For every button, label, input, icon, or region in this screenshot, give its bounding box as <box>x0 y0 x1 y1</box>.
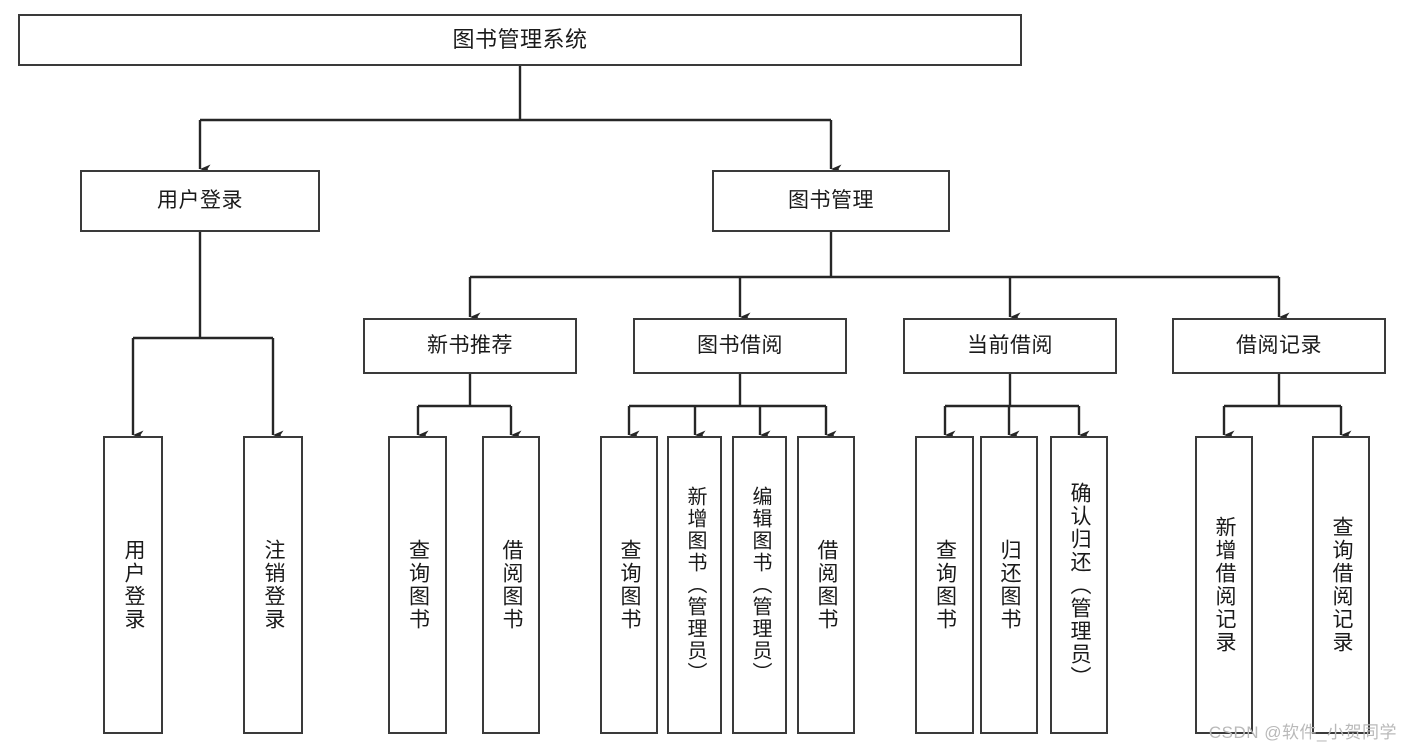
node-label: 图书借阅 <box>697 334 783 358</box>
node-leaf-q3[interactable]: 查询图书 <box>915 436 974 734</box>
node-label: 图书管理 <box>788 189 874 213</box>
node-label: 新书推荐 <box>427 334 513 358</box>
node-leaf-login[interactable]: 用户登录 <box>103 436 163 734</box>
node-root[interactable]: 图书管理系统 <box>18 14 1022 66</box>
node-label: 查询图书 <box>618 539 642 631</box>
node-label: 新增借阅记录 <box>1213 516 1237 654</box>
node-label: 确认归还（管理员） <box>1068 481 1092 689</box>
node-leaf-conf[interactable]: 确认归还（管理员） <box>1050 436 1108 734</box>
node-leaf-logout[interactable]: 注销登录 <box>243 436 303 734</box>
node-leaf-q1[interactable]: 查询图书 <box>388 436 447 734</box>
node-label: 新增图书（管理员） <box>684 486 706 684</box>
node-label: 当前借阅 <box>967 334 1053 358</box>
node-leaf-qryrec[interactable]: 查询借阅记录 <box>1312 436 1370 734</box>
node-label: 查询借阅记录 <box>1330 516 1354 654</box>
node-records[interactable]: 借阅记录 <box>1172 318 1386 374</box>
node-label: 归还图书 <box>998 539 1022 631</box>
node-label: 借阅图书 <box>815 539 839 631</box>
node-newbook[interactable]: 新书推荐 <box>363 318 577 374</box>
node-label: 查询图书 <box>933 539 957 631</box>
node-label: 借阅记录 <box>1236 334 1322 358</box>
node-label: 编辑图书（管理员） <box>749 486 771 684</box>
node-bookmgmt[interactable]: 图书管理 <box>712 170 950 232</box>
node-label: 查询图书 <box>406 539 430 631</box>
node-label: 用户登录 <box>157 189 243 213</box>
node-label: 用户登录 <box>122 539 146 631</box>
node-label: 图书管理系统 <box>452 26 588 52</box>
node-leaf-b1[interactable]: 借阅图书 <box>482 436 540 734</box>
node-leaf-edit[interactable]: 编辑图书（管理员） <box>732 436 787 734</box>
node-label: 注销登录 <box>262 539 286 631</box>
node-borrow[interactable]: 图书借阅 <box>633 318 847 374</box>
node-leaf-add[interactable]: 新增图书（管理员） <box>667 436 722 734</box>
node-leaf-ret[interactable]: 归还图书 <box>980 436 1038 734</box>
node-user[interactable]: 用户登录 <box>80 170 320 232</box>
node-leaf-b2[interactable]: 借阅图书 <box>797 436 855 734</box>
node-label: 借阅图书 <box>500 539 524 631</box>
node-leaf-q2[interactable]: 查询图书 <box>600 436 658 734</box>
node-current[interactable]: 当前借阅 <box>903 318 1117 374</box>
node-leaf-addrec[interactable]: 新增借阅记录 <box>1195 436 1253 734</box>
